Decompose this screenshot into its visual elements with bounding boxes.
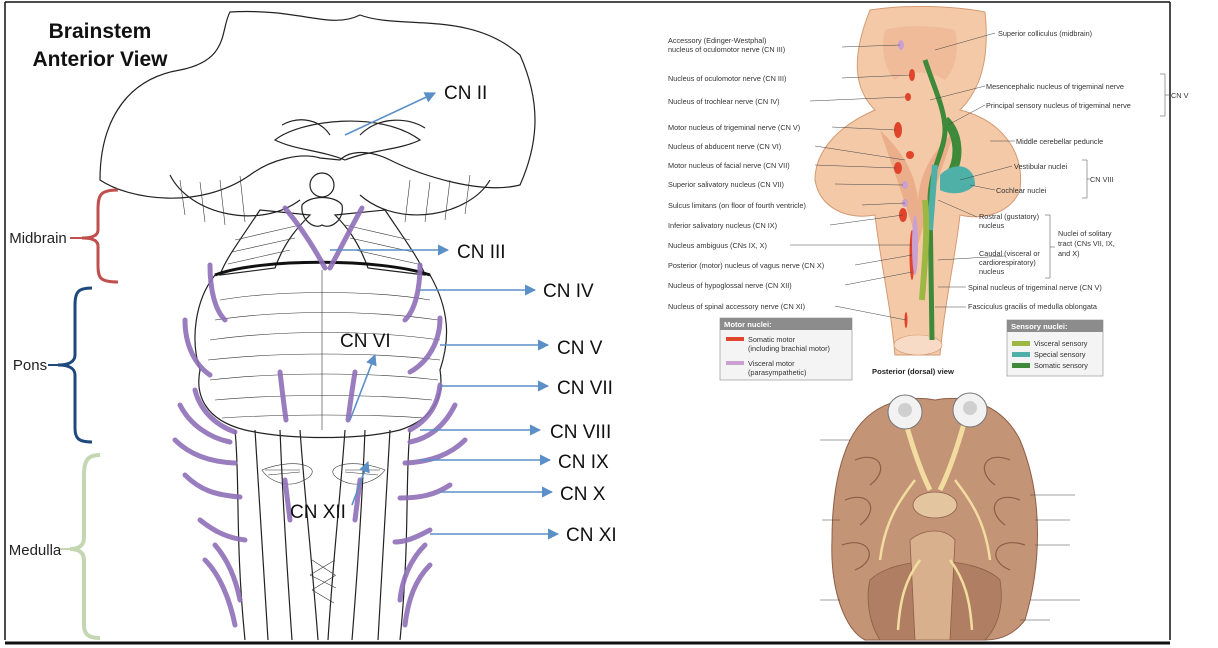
pons-label: Pons	[13, 357, 47, 374]
group-solitary-2: tract (CNs VII, IX,	[1058, 239, 1115, 248]
cn-v-label: CN V	[557, 338, 603, 359]
label-fasciculus-gracilis: Fasciculus gracilis of medulla oblongata	[968, 302, 1098, 311]
cn-x-label: CN X	[560, 484, 606, 505]
label-caudal-3: nucleus	[979, 267, 1005, 276]
title-line-1: Brainstem	[49, 20, 152, 43]
cn-iii-label: CN III	[457, 242, 506, 263]
motor-item-1-line-1: Somatic motor	[748, 335, 796, 344]
label-spinal-accessory: Nucleus of spinal accessory nerve (CN XI…	[668, 302, 805, 311]
label-nucleus-ambiguus: Nucleus ambiguus (CNs IX, X)	[668, 241, 767, 250]
label-spinal-trigeminal: Spinal nucleus of trigeminal nerve (CN V…	[968, 283, 1102, 292]
title-line-2: Anterior View	[33, 48, 169, 71]
label-rostral-1: Rostral (gustatory)	[979, 212, 1039, 221]
leader-lines	[790, 32, 1015, 321]
label-vagus-motor: Posterior (motor) nucleus of vagus nerve…	[668, 261, 824, 270]
cn-ii-label: CN II	[444, 83, 487, 104]
label-ew-1: Accessory (Edinger-Westphal)	[668, 36, 766, 45]
motor-item-1-line-2: (including brachial motor)	[748, 344, 830, 353]
region-braces: Midbrain Pons Medulla	[9, 188, 119, 640]
label-caudal-1: Caudal (visceral or	[979, 249, 1040, 258]
cn-xi-label: CN XI	[566, 525, 617, 546]
cn-viii-label: CN VIII	[550, 422, 611, 443]
label-sulcus-limitans: Sulcus limitans (on floor of fourth vent…	[668, 201, 806, 210]
midbrain-brace	[81, 188, 119, 284]
visceral-sensory-swatch	[1012, 341, 1030, 346]
nucleus-labels-right: Superior colliculus (midbrain) Mesenceph…	[968, 29, 1131, 311]
pons-brace	[57, 286, 93, 444]
group-cn-viii: CN VIII	[1090, 175, 1114, 184]
label-abducent: Nucleus of abducent nerve (CN VI)	[668, 142, 781, 151]
brain-inferior-view-illustration	[820, 392, 1080, 641]
brainstem-drawing	[99, 10, 536, 641]
visceral-motor-swatch	[726, 361, 744, 365]
sensory-nuclei-legend: Sensory nuclei: Visceral sensory Special…	[1006, 319, 1104, 377]
label-hypoglossal: Nucleus of hypoglossal nerve (CN XII)	[668, 281, 792, 290]
posterior-view-panel: Accessory (Edinger-Westphal) nucleus of …	[668, 5, 1189, 641]
midbrain-label: Midbrain	[9, 230, 67, 247]
cranial-nerve-roots	[172, 205, 468, 628]
cn-iv-label: CN IV	[543, 281, 594, 302]
group-brackets: CN V CN VIII Nuclei of solitary tract (C…	[1045, 73, 1189, 279]
medulla-brace	[69, 453, 101, 640]
group-cn-v: CN V	[1171, 91, 1189, 100]
sensory-legend-title: Sensory nuclei:	[1011, 322, 1068, 331]
label-oculomotor: Nucleus of oculomotor nerve (CN III)	[668, 74, 786, 83]
figure-frame	[4, 1, 1171, 645]
label-superior-salivatory: Superior salivatory nucleus (CN VII)	[668, 180, 784, 189]
nerve-arrows	[330, 92, 560, 540]
somatic-sensory-swatch	[1012, 363, 1030, 368]
motor-item-2-line-1: Visceral motor	[748, 359, 795, 368]
cn-vii-label: CN VII	[557, 378, 613, 399]
group-solitary-3: and X)	[1058, 249, 1080, 258]
cn-ix-label: CN IX	[558, 452, 609, 473]
label-vestibular-nuclei: Vestibular nuclei	[1014, 162, 1068, 171]
label-motor-trigeminal: Motor nucleus of trigeminal nerve (CN V)	[668, 123, 800, 132]
label-facial: Motor nucleus of facial nerve (CN VII)	[668, 161, 790, 170]
motor-legend-title: Motor nuclei:	[724, 320, 772, 329]
label-ew-2: nucleus of oculomotor nerve (CN III)	[668, 45, 785, 54]
motor-nuclei-legend: Motor nuclei: Somatic motor (including b…	[719, 317, 853, 381]
label-caudal-2: cardiorespiratory)	[979, 258, 1036, 267]
label-cochlear-nuclei: Cochlear nuclei	[996, 186, 1047, 195]
label-superior-colliculus: Superior colliculus (midbrain)	[998, 29, 1092, 38]
motor-item-2-line-2: (parasympathetic)	[748, 368, 806, 377]
label-inferior-salivatory: Inferior salivatory nucleus (CN IX)	[668, 221, 777, 230]
label-mesencephalic-trigeminal: Mesencephalic nucleus of trigeminal nerv…	[986, 82, 1124, 91]
cn-xii-label: CN XII	[290, 502, 346, 523]
dorsal-brainstem-illustration	[814, 5, 1022, 356]
label-trochlear: Nucleus of trochlear nerve (CN IV)	[668, 97, 780, 106]
cranial-nerve-labels: CN II CN III CN IV CN V CN VI CN VII CN …	[290, 83, 617, 546]
cn-vi-label: CN VI	[340, 331, 391, 352]
view-caption: Posterior (dorsal) view	[872, 367, 954, 376]
sensory-item-1: Visceral sensory	[1034, 339, 1088, 348]
special-sensory-swatch	[1012, 352, 1030, 357]
medulla-label: Medulla	[9, 542, 62, 559]
label-middle-cerebellar-peduncle: Middle cerebellar peduncle	[1016, 137, 1103, 146]
label-principal-sensory-trigeminal: Principal sensory nucleus of trigeminal …	[986, 101, 1131, 110]
nucleus-labels-left: Accessory (Edinger-Westphal) nucleus of …	[668, 36, 824, 311]
somatic-motor-swatch	[726, 337, 744, 341]
sensory-item-3: Somatic sensory	[1034, 361, 1088, 370]
sensory-item-2: Special sensory	[1034, 350, 1086, 359]
anterior-view-panel: Brainstem Anterior View	[9, 10, 617, 641]
label-rostral-2: nucleus	[979, 221, 1005, 230]
group-solitary-1: Nuclei of solitary	[1058, 229, 1112, 238]
